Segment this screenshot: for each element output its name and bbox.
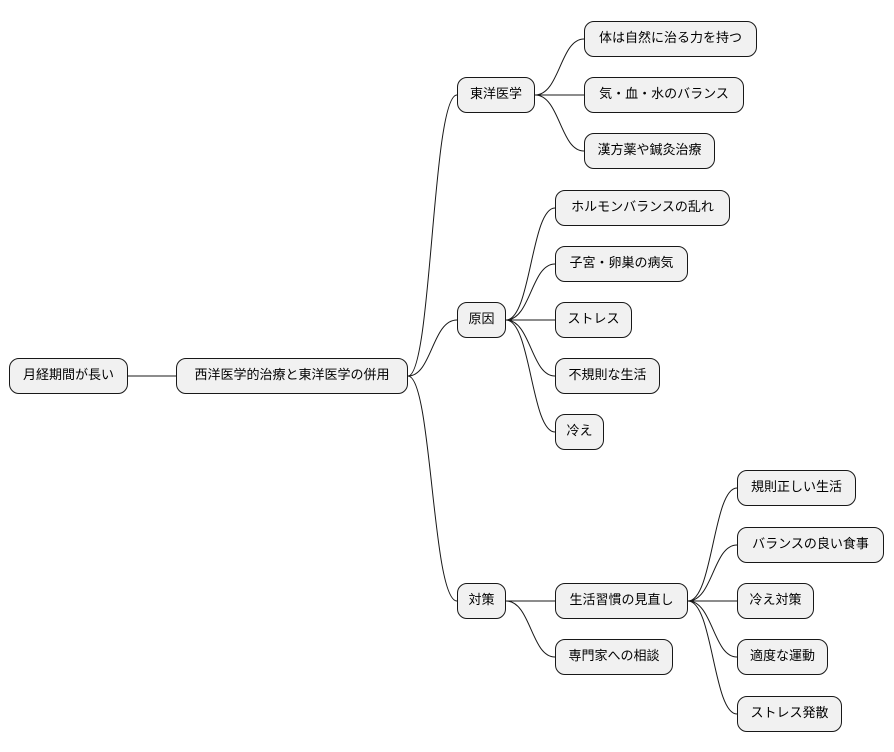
cause-item-node: 冷え xyxy=(555,414,604,450)
edge-east-3 xyxy=(534,94,585,152)
edge-center-measures xyxy=(407,375,458,602)
east-item-node: 漢方薬や鍼灸治療 xyxy=(584,133,715,169)
edge-center-cause xyxy=(407,319,458,377)
east-item-node: 体は自然に治る力を持つ xyxy=(584,21,757,57)
cause-item-node: ストレス xyxy=(555,302,632,338)
lifestyle-item-node: 適度な運動 xyxy=(737,639,828,675)
lifestyle-item-node: 冷え対策 xyxy=(737,583,814,619)
lifestyle-item-node: 規則正しい生活 xyxy=(737,470,856,506)
cause-item-node: 不規則な生活 xyxy=(555,358,660,394)
edge-cause-5 xyxy=(505,319,556,433)
edge-cause-1 xyxy=(505,207,556,321)
cause-item-node: ホルモンバランスの乱れ xyxy=(555,190,730,226)
edge-east-1 xyxy=(534,38,585,96)
edge-measures-consult xyxy=(505,600,556,658)
consult-expert-node: 専門家への相談 xyxy=(555,639,673,675)
edge-cause-4 xyxy=(505,319,556,377)
east-medicine-node: 東洋医学 xyxy=(457,77,535,113)
lifestyle-item-node: ストレス発散 xyxy=(737,696,842,732)
edge-lifestyle-5 xyxy=(687,600,738,715)
cause-node: 原因 xyxy=(457,302,506,338)
center-node: 西洋医学的治療と東洋医学の併用 xyxy=(176,358,408,394)
cause-item-node: 子宮・卵巣の病気 xyxy=(555,246,688,282)
east-item-node: 気・血・水のバランス xyxy=(584,77,744,113)
edge-cause-2 xyxy=(505,263,556,321)
root-node: 月経期間が長い xyxy=(9,358,128,394)
edge-lifestyle-4 xyxy=(687,600,738,658)
edge-lifestyle-1 xyxy=(687,487,738,602)
lifestyle-item-node: バランスの良い食事 xyxy=(737,527,884,563)
edge-lifestyle-2 xyxy=(687,544,738,602)
lifestyle-review-node: 生活習慣の見直し xyxy=(555,583,688,619)
measures-node: 対策 xyxy=(457,583,506,619)
edge-center-east xyxy=(407,94,458,377)
